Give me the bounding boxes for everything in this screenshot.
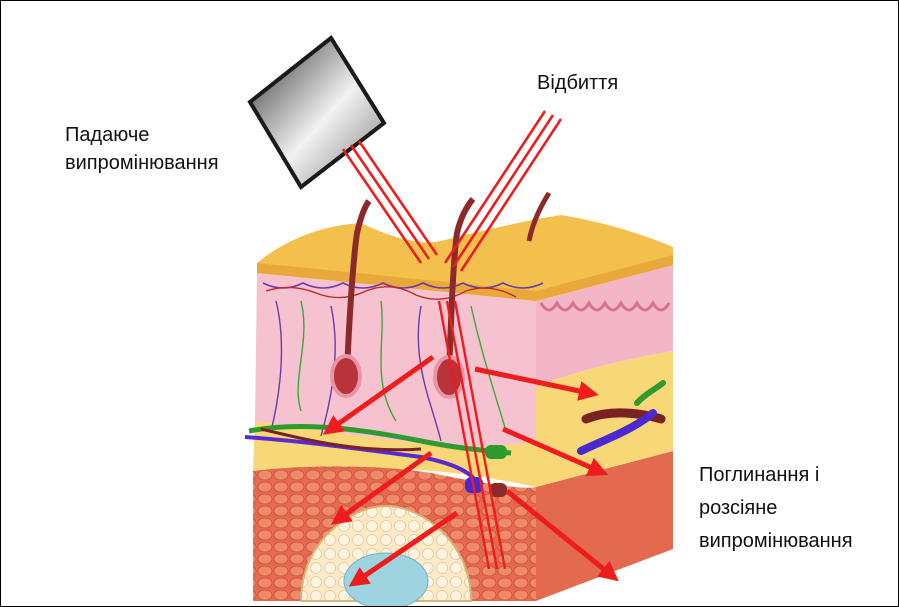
reflection-label: Відбиття xyxy=(537,69,618,97)
absorbed-label-line1: Поглинання і xyxy=(699,459,853,492)
skin-block xyxy=(245,193,673,606)
hair-bulb-left xyxy=(332,356,360,396)
absorbed-scattered-label: Поглинання і розсіяне випромінювання xyxy=(699,459,853,558)
vessel-stub-green xyxy=(485,445,507,459)
incident-radiation-label: Падаюче випромінювання xyxy=(65,121,219,177)
reflection-label-text: Відбиття xyxy=(537,69,618,97)
incident-label-line1: Падаюче xyxy=(65,121,219,149)
absorbed-label-line2: розсіяне xyxy=(699,492,853,525)
incident-label-line2: випромінювання xyxy=(65,149,219,177)
absorbed-label-line3: випромінювання xyxy=(699,525,853,558)
